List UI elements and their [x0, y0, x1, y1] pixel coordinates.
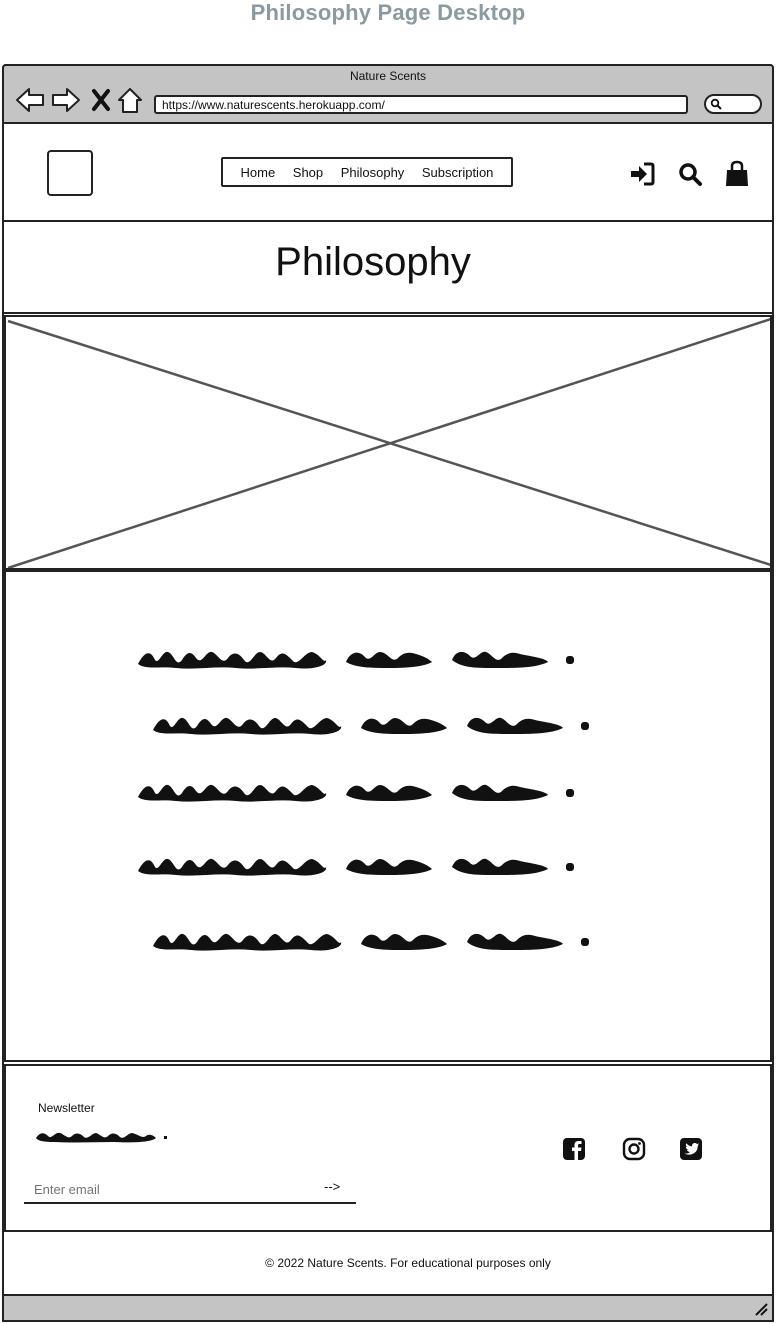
page-title-strip: [2, 222, 774, 314]
browser-status-bar: [2, 1296, 774, 1322]
nav-subscription[interactable]: Subscription: [421, 164, 494, 180]
philosophy-content: [4, 570, 772, 1062]
close-icon[interactable]: [87, 86, 117, 114]
placeholder-text-scribble: [138, 651, 589, 951]
nav-shop[interactable]: Shop: [292, 164, 324, 180]
newsletter-email-input[interactable]: [24, 1176, 356, 1204]
site-header: [2, 124, 774, 222]
home-icon[interactable]: [115, 86, 145, 114]
url-bar[interactable]: https://www.naturescents.herokuapp.com/: [154, 95, 688, 114]
nav-home[interactable]: Home: [240, 164, 276, 180]
search-icon: [710, 98, 722, 110]
shopping-bag-icon[interactable]: [724, 160, 750, 188]
newsletter-label: Newsletter: [38, 1101, 95, 1115]
footer: [4, 1064, 772, 1232]
browser-title: Nature Scents: [349, 69, 427, 83]
nav-philosophy[interactable]: Philosophy: [340, 164, 405, 180]
newsletter-submit-button[interactable]: -->: [324, 1179, 341, 1194]
main-nav: Home Shop Philosophy Subscription: [221, 157, 513, 187]
newsletter-text-scribble: [36, 1132, 167, 1143]
copyright-text: © 2022 Nature Scents. For educational pu…: [265, 1256, 551, 1270]
sign-in-icon[interactable]: [629, 160, 655, 188]
page-title: Philosophy: [275, 240, 471, 284]
facebook-icon[interactable]: [562, 1137, 586, 1161]
hero-image-placeholder: [4, 315, 772, 570]
logo-placeholder[interactable]: [47, 150, 93, 196]
forward-icon[interactable]: [51, 86, 81, 114]
search-icon[interactable]: [677, 160, 703, 188]
twitter-icon[interactable]: [679, 1137, 703, 1161]
copyright-bar: [4, 1232, 772, 1296]
image-placeholder-cross: [7, 318, 770, 568]
browser-search-field[interactable]: [704, 94, 762, 114]
browser-window: [2, 64, 774, 1322]
page-heading: Philosophy Page Desktop: [250, 0, 526, 25]
resize-grip-icon[interactable]: [754, 1302, 768, 1316]
instagram-icon[interactable]: [622, 1137, 646, 1161]
back-icon[interactable]: [15, 86, 45, 114]
